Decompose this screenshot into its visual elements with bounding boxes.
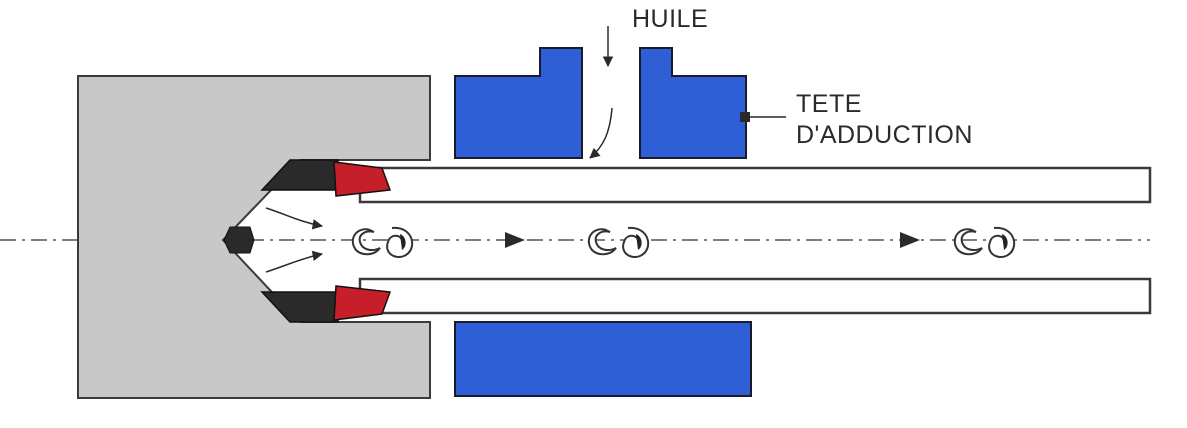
oil-head-left-block (454, 47, 583, 159)
workpiece (77, 75, 431, 399)
seal-lower (333, 285, 392, 321)
tube-lower-wall (358, 277, 1152, 315)
oil-label: HUILE (632, 5, 708, 33)
seal-upper (333, 161, 392, 197)
tube-upper-wall (358, 166, 1152, 204)
chip-icon (953, 226, 1016, 259)
chip-icon (351, 226, 414, 259)
head-label-line1: TETE (796, 90, 862, 118)
tool-tip-lower (260, 291, 339, 323)
head-label-line2: D'ADDUCTION (796, 121, 973, 149)
flow-arrow-upper (265, 207, 324, 230)
oil-head-lower-block (454, 321, 752, 397)
drill-point (223, 226, 255, 254)
leader-dot (740, 112, 750, 122)
flow-arrow-lower (265, 250, 324, 273)
arrow-right-icon (900, 232, 920, 248)
oil-flow-curve (589, 107, 613, 159)
chip-icon (587, 226, 650, 259)
oil-head-right-block (639, 47, 747, 159)
arrow-right-icon (505, 232, 525, 248)
